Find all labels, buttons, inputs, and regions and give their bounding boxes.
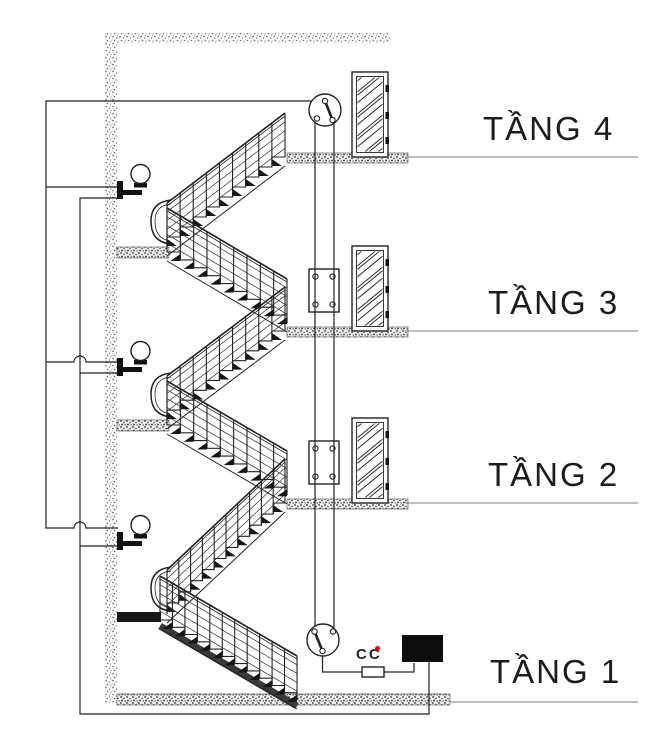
- wall-lamp-1: [117, 163, 151, 199]
- lamp-globe: [130, 514, 151, 536]
- fuse-symbol: [361, 666, 385, 678]
- mid-landing-2-3: [116, 419, 170, 432]
- handrail-turn: [150, 372, 172, 418]
- stair-flight: [166, 207, 288, 333]
- floor-label-tang-4: TẦNG 4: [483, 110, 615, 147]
- handrail-turn: [150, 566, 172, 612]
- stair-flight: [158, 575, 299, 710]
- wire-neutral-riser: [79, 197, 430, 715]
- floor-slab-4: [286, 152, 409, 164]
- door-floor-2: [351, 417, 389, 504]
- power-distribution-box: [402, 635, 443, 662]
- wall-lamp-2: [117, 340, 151, 376]
- floor-label-tang-1: TẦNG 1: [490, 653, 622, 690]
- stair-flight: [166, 380, 288, 505]
- stair-flight: [166, 458, 286, 624]
- fuse-indicator-dot: [375, 646, 380, 651]
- door-floor-4: [351, 71, 389, 158]
- floor-slab-3: [286, 326, 409, 338]
- apartment-doors: [351, 71, 389, 504]
- exterior-wall: [105, 33, 117, 703]
- wire-switched-live-riser: [45, 100, 312, 529]
- floor-slab-2: [286, 498, 409, 510]
- wire-supply-to-switch: [321, 654, 415, 673]
- staircase: [150, 112, 299, 710]
- lamp-globe: [130, 163, 151, 185]
- electrical-wiring: [45, 100, 430, 715]
- handrail-turn: [150, 199, 172, 245]
- stairwell-lamps: [117, 163, 151, 550]
- ceiling-slab: [105, 33, 390, 43]
- mid-landing-3-4: [116, 246, 170, 259]
- fuse-label: CC: [356, 646, 382, 663]
- two-way-switch-bottom: [306, 623, 340, 657]
- two-way-switch-top: [308, 93, 342, 127]
- stair-flight: [166, 112, 286, 257]
- mid-landing-1-2: [117, 612, 161, 622]
- stair-flight: [166, 286, 286, 430]
- floor-label-tang-3: TẦNG 3: [488, 284, 620, 321]
- lamp-globe: [130, 340, 151, 362]
- floor-label-tang-2: TẦNG 2: [488, 456, 620, 493]
- door-floor-3: [351, 245, 389, 332]
- wall-lamp-3: [117, 514, 151, 550]
